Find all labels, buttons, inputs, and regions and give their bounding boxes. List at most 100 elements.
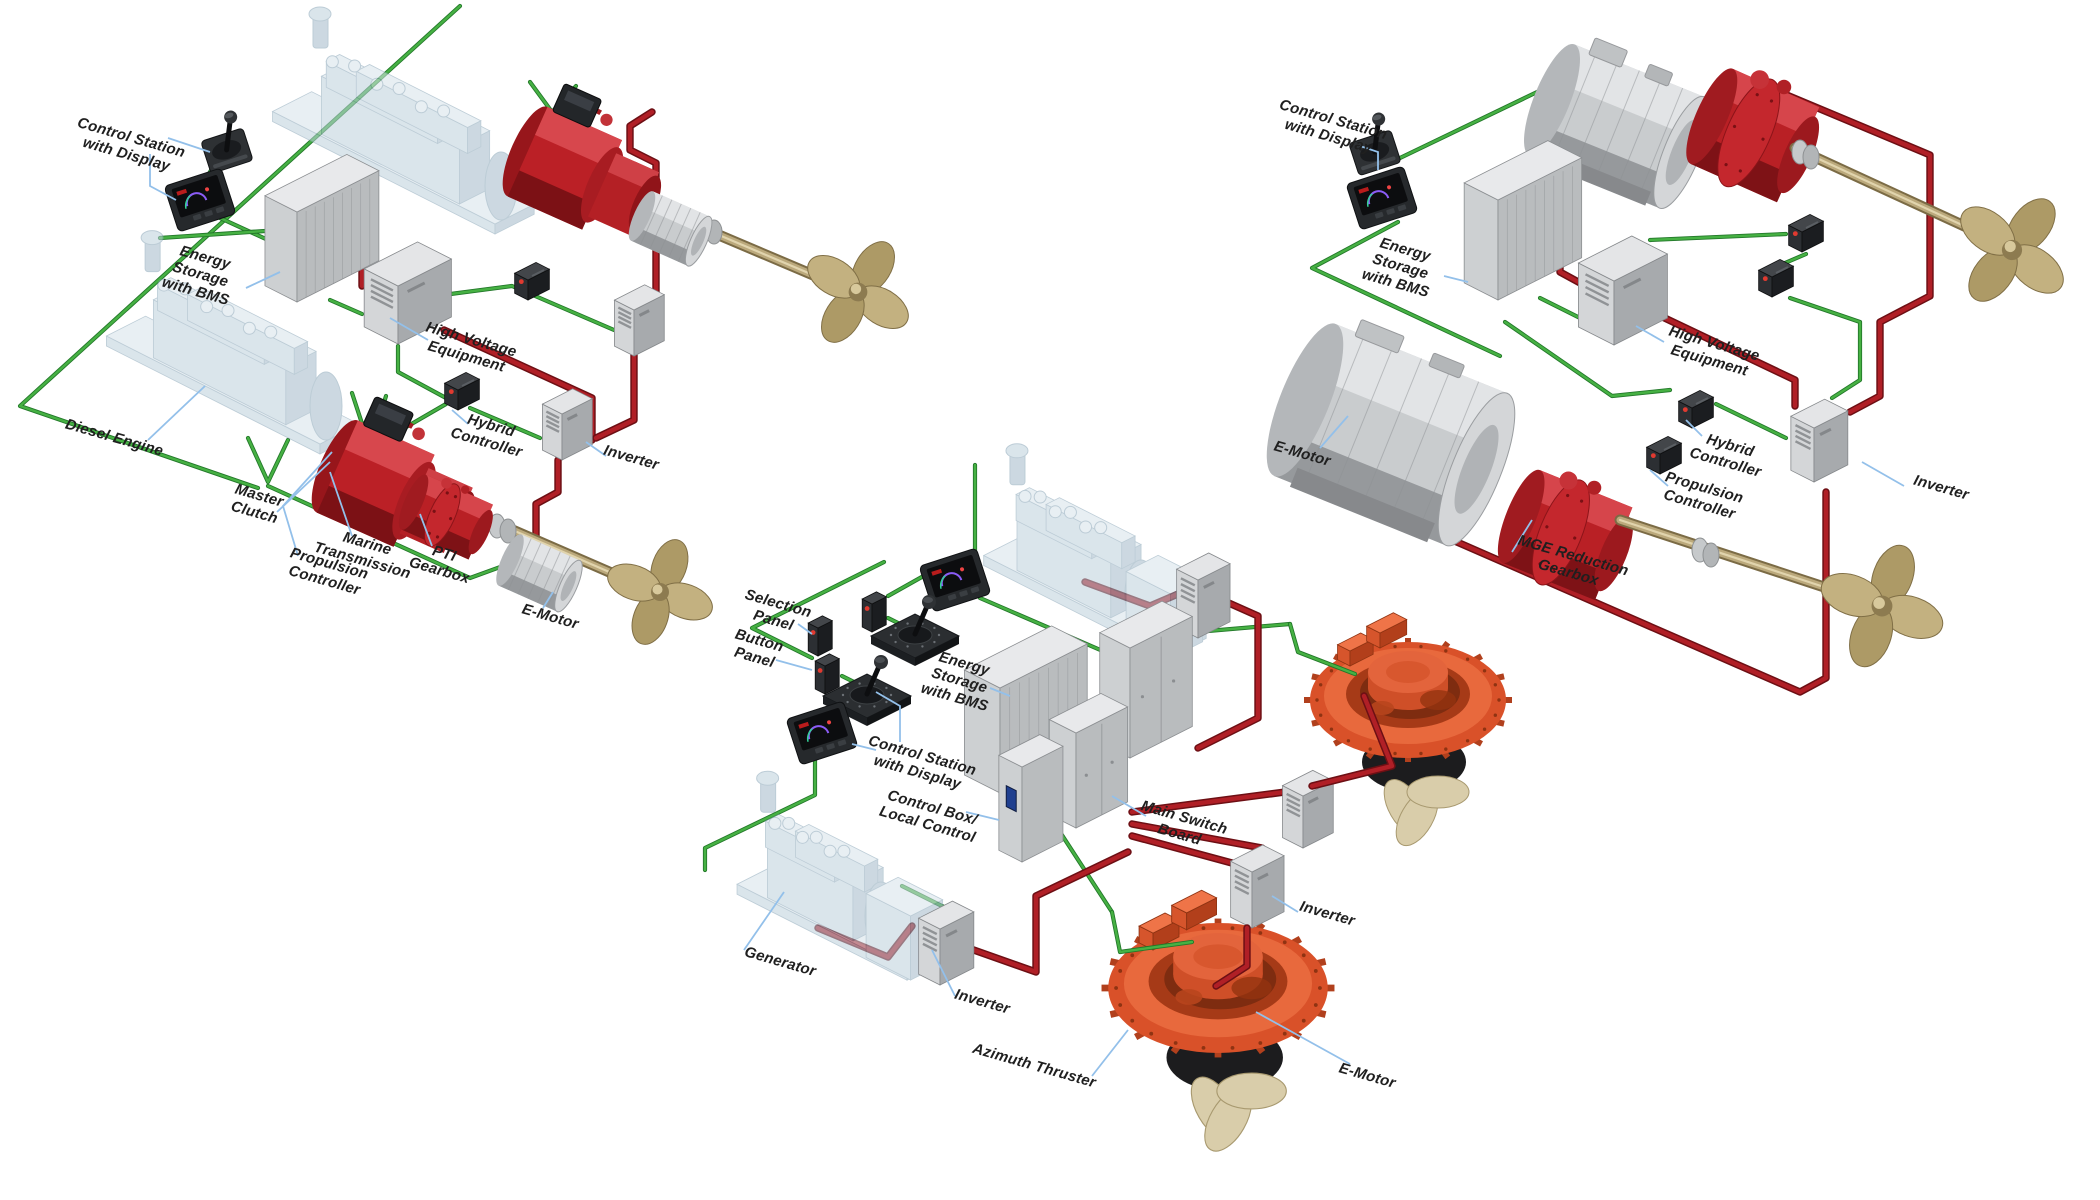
leader-line (542, 591, 554, 609)
control-wire (246, 436, 290, 484)
marine-transmission-1 (502, 83, 662, 236)
display-2 (1346, 166, 1418, 230)
control-wire (1310, 220, 1502, 358)
leader-line (1635, 325, 1665, 343)
leader-line (167, 137, 211, 153)
leader-line (1255, 1011, 1351, 1065)
leader-line (851, 743, 877, 751)
leader-line (965, 811, 1000, 821)
leader-line (585, 441, 607, 457)
power-wire (965, 849, 1131, 975)
control-wire (703, 755, 817, 872)
display-c1 (919, 548, 991, 612)
leader-line (147, 385, 206, 441)
leader-line (149, 154, 177, 201)
leader-line (775, 659, 813, 671)
leader-line (389, 317, 429, 341)
leader-line (245, 271, 281, 289)
wires-over (1109, 621, 1396, 990)
inverter-low-1 (541, 388, 594, 461)
display-1 (164, 168, 236, 232)
power-wire (1767, 85, 1933, 415)
control-wire (750, 560, 886, 660)
control-wire (396, 344, 448, 400)
energy-storage-cab-1 (264, 153, 380, 303)
leader-line (797, 623, 813, 635)
diesel-engine-1 (271, 6, 536, 235)
azimuth-thruster-1 (1304, 612, 1512, 847)
power-wire (1129, 833, 1246, 869)
energy-storage-cab-2 (1463, 140, 1583, 301)
leader-line (989, 687, 1011, 697)
e-motor-unit-1 (628, 191, 713, 267)
controller-sm-2b (1757, 259, 1795, 298)
power-wire (1309, 693, 1395, 789)
selection-panel-unit (807, 615, 834, 657)
control-wire (1788, 296, 1862, 400)
leader-line (329, 471, 353, 537)
leader-line (1511, 519, 1533, 553)
hv-equipment-1 (363, 241, 453, 345)
diesel-engine-2 (105, 230, 361, 455)
leader-line (1443, 275, 1469, 283)
control-wire (1648, 232, 1788, 242)
leader-line (1091, 1029, 1129, 1077)
inverter-up-1 (613, 284, 666, 357)
leader-line (875, 691, 901, 742)
components (105, 6, 2064, 1152)
leader-line (1271, 895, 1299, 913)
leader-line (1319, 415, 1349, 449)
leader-line (419, 513, 433, 547)
propeller-4 (1820, 544, 1944, 668)
control-wire (1714, 402, 1788, 440)
throttle-2 (1349, 112, 1401, 176)
inverter-unit-a (1281, 769, 1335, 849)
power-wire (533, 457, 561, 545)
hv-equipment-2 (1577, 235, 1669, 346)
leader-line (1685, 419, 1703, 437)
power-wire (1649, 309, 1798, 409)
control-box-cab (997, 734, 1064, 863)
hybrid-controller-unit-1 (443, 372, 481, 411)
panel-box-a (861, 591, 888, 633)
pti-gearbox-unit (398, 474, 493, 560)
power-wire (593, 352, 637, 441)
inverter-unit-3 (1789, 398, 1849, 483)
leader-line (743, 891, 785, 951)
joystick-1 (869, 595, 961, 666)
control-wire (468, 406, 542, 440)
control-wire (1538, 296, 1582, 320)
leader-line (281, 451, 333, 557)
control-wire (328, 298, 364, 316)
control-wire (1503, 320, 1672, 398)
mge-gearbox-top (1686, 68, 1820, 203)
leader-line (1111, 795, 1147, 817)
hybrid-controller-unit-2 (1677, 390, 1715, 429)
propulsion-controller-unit-2 (1645, 436, 1683, 475)
inverter-unit-d (917, 900, 975, 986)
power-wire (1195, 597, 1261, 751)
power-wire (1129, 789, 1288, 815)
control-wire (1288, 622, 1357, 676)
leader-line (1649, 469, 1669, 487)
power-wire (1129, 821, 1265, 851)
controller-sm-1 (513, 262, 551, 301)
mge-gearbox-2 (1497, 469, 1633, 601)
button-panel-unit (814, 653, 841, 695)
leader-line (931, 949, 956, 997)
throttle-1 (201, 110, 253, 174)
inverter-unit-b (1229, 844, 1285, 929)
display-c2 (786, 701, 858, 765)
propeller-3 (1960, 198, 2064, 302)
controller-sm-2a (1787, 214, 1825, 253)
e-motor-big-right (1266, 319, 1516, 547)
leader-line (1359, 145, 1379, 170)
leader-line (451, 409, 469, 425)
leader-line (1861, 461, 1905, 487)
control-wire (1398, 80, 1560, 160)
propeller-2 (607, 539, 713, 645)
power-wire (1213, 925, 1250, 989)
propeller-1 (807, 241, 909, 343)
